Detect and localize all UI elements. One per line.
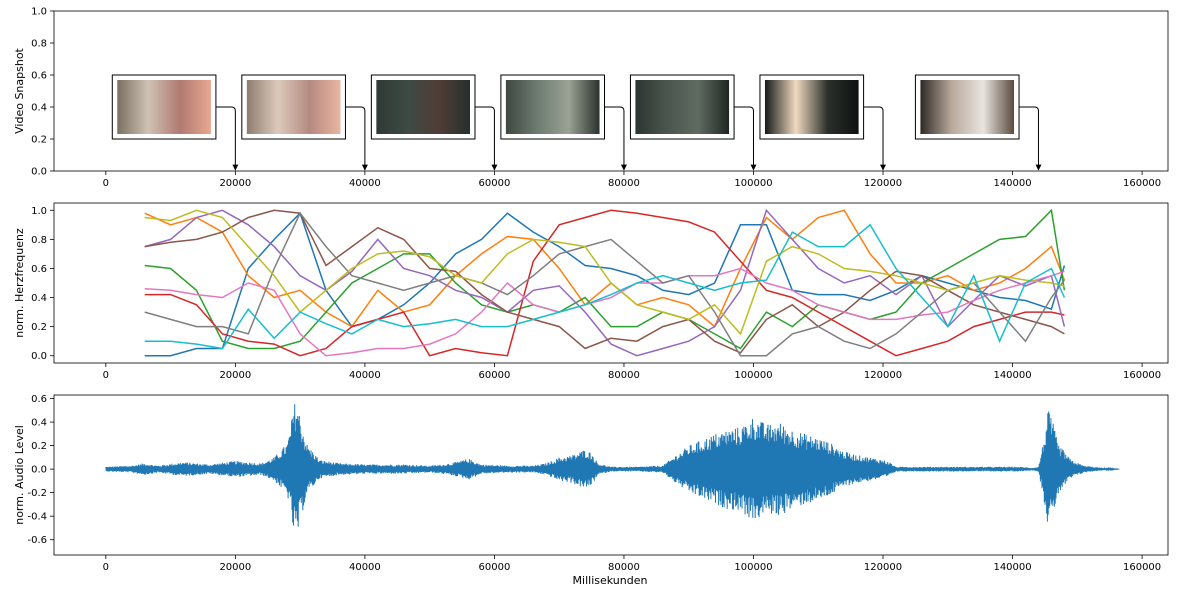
x-tick-label: 160000 [1123,370,1161,381]
x-tick-label: 40000 [349,562,381,573]
heart-rate-panel: 0 20000 40000 60000 80000 100000 120000 140000 1… [13,202,1169,381]
y-tick-label: -0.6 [27,535,47,546]
x-tick-label: 140000 [993,370,1031,381]
snapshot-frame-4 [500,74,606,140]
series-line-8 [144,211,1066,357]
snapshot-thumbnail-3 [376,80,470,134]
snapshot-thumbnail-6 [764,80,859,134]
y-axis-label: Video Snapshot [13,47,26,133]
snapshot-frame-3 [370,74,476,140]
y-tick-label: -0.2 [27,488,47,499]
snapshot-arrow-2 [345,106,368,171]
x-tick-label: 20000 [219,562,251,573]
x-tick-label: 100000 [734,562,772,573]
snapshot-thumbnail-5 [635,80,730,134]
y-tick-label: 1.0 [31,7,47,18]
x-tick-label: 120000 [864,178,902,189]
y-axis-label: norm. Herzfrequenz [13,228,26,338]
series-line-10 [144,223,1066,350]
y-tick-label: 0.6 [31,71,47,82]
x-axis-label: Millisekunden [573,574,648,587]
y-tick-label: 1.0 [31,206,47,217]
x-tick-label: 60000 [479,562,511,573]
x-tick-label: 160000 [1123,562,1161,573]
y-tick-label: 0.4 [31,293,47,304]
x-tick-label: 20000 [219,178,251,189]
snapshot-frame-7 [914,74,1020,140]
y-tick-label: 0.2 [31,135,47,146]
y-tick-label: 0.4 [31,103,47,114]
x-tick-label: 120000 [864,370,902,381]
x-tick-label: 60000 [479,370,511,381]
y-tick-label: 0.0 [31,351,47,362]
x-tick-label: 60000 [479,178,511,189]
snapshot-arrow-1 [215,106,239,171]
series-line-5 [144,208,1066,357]
snapshot-thumbnail-2 [246,80,341,134]
audio-waveform [105,404,1120,527]
snapshot-arrow-6 [863,106,887,171]
y-tick-label: 0.2 [31,441,47,452]
y-tick-label: 0.2 [31,322,47,333]
x-tick-label: 80000 [608,178,640,189]
x-tick-label: 40000 [349,370,381,381]
snapshot-frame-2 [241,74,346,140]
video-snapshot-panel: 0 20000 40000 60000 80000 100000 120000 140000 1… [13,7,1169,189]
y-axis-label: norm. Audio Level [13,425,26,525]
x-tick-label: 0 [103,370,109,381]
snapshot-frame-5 [629,74,735,140]
audio-level-panel: 0 20000 40000 60000 80000 100000 120000 140000 1… [13,394,1169,573]
snapshot-arrow-4 [604,106,627,171]
x-tick-label: 0 [103,562,109,573]
x-tick-label: 140000 [993,562,1031,573]
snapshot-arrow-5 [734,106,757,171]
series-line-7 [144,267,1065,357]
x-tick-label: 100000 [734,370,772,381]
x-tick-label: 160000 [1123,178,1161,189]
snapshot-thumbnail-1 [117,80,211,134]
y-tick-label: -0.4 [27,512,47,523]
axes-frame [53,394,1169,556]
x-tick-label: 120000 [864,562,902,573]
x-tick-label: 80000 [608,370,640,381]
snapshot-thumbnail-4 [505,80,600,134]
x-tick-label: 0 [103,178,109,189]
snapshot-frame-1 [111,74,217,140]
axes-frame [53,10,1169,172]
x-tick-label: 20000 [219,370,251,381]
snapshot-arrow-3 [474,106,498,171]
series-line-9 [144,209,1065,336]
y-tick-label: 0.6 [31,394,47,405]
y-tick-label: 0.4 [31,418,47,429]
x-tick-label: 40000 [349,178,381,189]
x-tick-label: 80000 [608,562,640,573]
snapshot-thumbnail-7 [920,80,1015,134]
snapshot-arrow-7 [1019,106,1042,171]
y-tick-label: 0.8 [31,39,47,50]
series-line-4 [144,209,1065,357]
axes-frame [53,202,1169,364]
y-tick-label: 0.0 [31,465,47,476]
y-tick-label: 0.0 [31,167,47,178]
y-tick-label: 0.6 [31,264,47,275]
y-tick-label: 0.8 [31,235,47,246]
x-tick-label: 100000 [734,178,772,189]
x-tick-label: 140000 [993,178,1031,189]
snapshot-frame-6 [759,74,865,140]
